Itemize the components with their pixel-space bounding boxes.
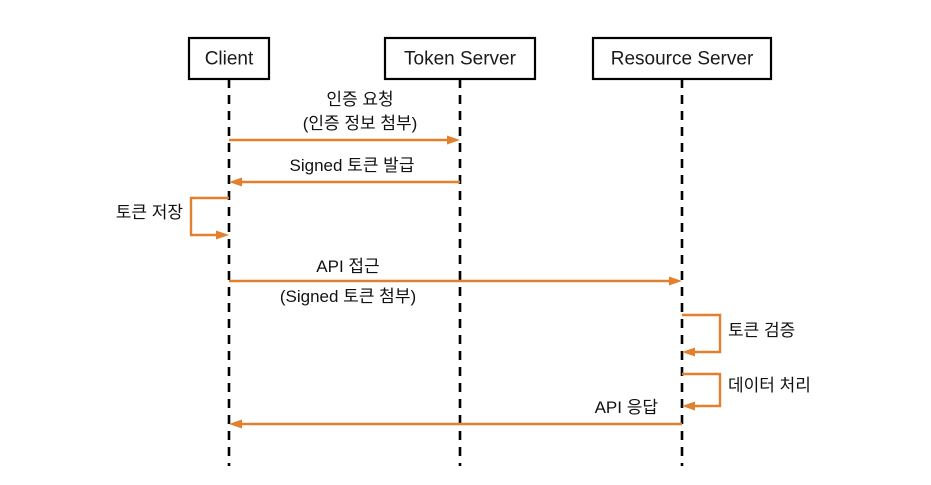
message-arrowhead-msg-signed-token-issue <box>229 177 242 187</box>
message-arrowhead-msg-auth-request <box>447 135 460 145</box>
self-message-arrowhead-self-verify-token <box>682 347 695 357</box>
message-arrowhead-msg-api-access <box>669 276 682 286</box>
message-label-msg-api-access-line-0: API 접근 <box>316 257 379 276</box>
message-label-msg-signed-token-issue-line-0: Signed 토큰 발급 <box>290 156 415 175</box>
self-message-self-store-token: 토큰 저장 <box>116 196 229 240</box>
message-arrowhead-msg-api-response <box>229 419 242 429</box>
message-label-msg-api-access-line-1: (Signed 토큰 첨부) <box>280 287 416 306</box>
participant-label-client: Client <box>205 49 254 70</box>
participants-group: Client Token Server Resource Server <box>187 36 773 81</box>
lifelines-group <box>227 79 684 466</box>
self-message-label-self-process-data: 데이터 처리 <box>728 376 811 395</box>
message-msg-api-access: API 접근 (Signed 토큰 첨부) <box>229 257 682 306</box>
self-message-arrowhead-self-store-token <box>216 230 229 240</box>
message-msg-signed-token-issue: Signed 토큰 발급 <box>229 156 460 187</box>
participant-label-resource-server: Resource Server <box>611 49 754 70</box>
message-msg-auth-request: 인증 요청 (인증 정보 첨부) <box>229 90 460 145</box>
self-message-self-verify-token: 토큰 검증 <box>682 313 795 357</box>
participant-box-resource-server <box>591 36 773 81</box>
participant-resource-server[interactable]: Resource Server <box>591 36 773 81</box>
participant-box-token-server <box>383 36 537 81</box>
participant-box-client <box>187 36 271 81</box>
self-message-arrowhead-self-process-data <box>682 401 695 411</box>
self-message-label-self-store-token: 토큰 저장 <box>116 203 184 222</box>
message-label-msg-auth-request-line-0: 인증 요청 <box>326 90 393 109</box>
participant-client[interactable]: Client <box>187 36 271 81</box>
self-message-path-self-verify-token <box>682 313 722 354</box>
self-message-label-self-verify-token: 토큰 검증 <box>728 321 795 340</box>
messages-group: 인증 요청 (인증 정보 첨부) Signed 토큰 발급 API 접근 (Signed… <box>229 90 682 429</box>
participant-token-server[interactable]: Token Server <box>383 36 537 81</box>
self-message-self-process-data: 데이터 처리 <box>682 372 811 411</box>
message-label-msg-api-response-line-0: API 응답 <box>595 398 659 417</box>
self-message-path-self-process-data <box>682 372 722 408</box>
message-label-msg-auth-request-line-1: (인증 정보 첨부) <box>303 114 418 133</box>
participant-label-token-server: Token Server <box>404 49 517 70</box>
self-message-path-self-store-token <box>189 196 229 237</box>
message-msg-api-response: API 응답 <box>229 398 682 429</box>
